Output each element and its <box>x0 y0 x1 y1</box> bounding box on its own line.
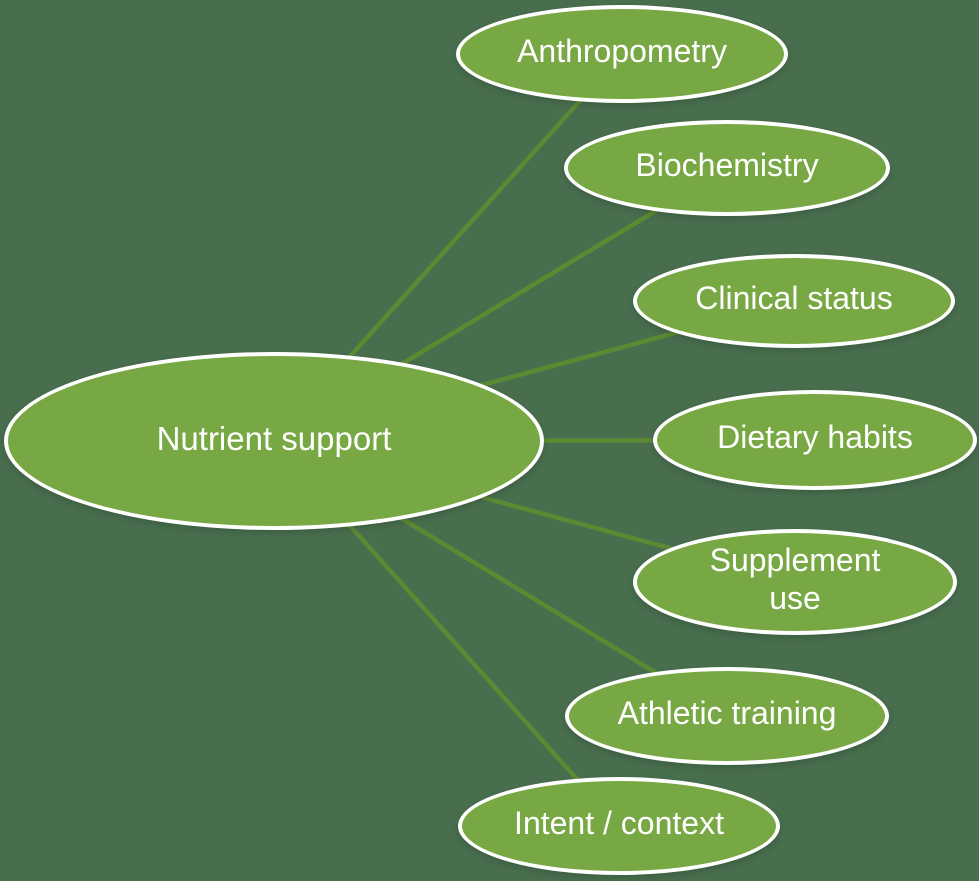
node-label-athletic-training: Athletic training <box>617 695 837 732</box>
node-label-dietary-habits: Dietary habits <box>717 419 913 456</box>
node-label-intent-context: Intent / context <box>514 805 724 842</box>
node-label-nutrient-support: Nutrient support <box>156 419 392 457</box>
node-label-clinical-status: Clinical status <box>695 280 893 317</box>
node-biochemistry: Biochemistry <box>564 120 890 216</box>
node-intent-context: Intent / context <box>458 777 780 875</box>
node-anthropometry: Anthropometry <box>456 5 788 103</box>
node-athletic-training: Athletic training <box>565 667 889 765</box>
node-nutrient-support: Nutrient support <box>4 352 544 530</box>
node-clinical-status: Clinical status <box>633 254 955 348</box>
node-label-biochemistry: Biochemistry <box>635 147 819 184</box>
node-supplement-use: Supplement use <box>633 529 957 635</box>
node-dietary-habits: Dietary habits <box>653 390 977 490</box>
node-label-supplement-use: Supplement use <box>709 542 881 616</box>
node-label-anthropometry: Anthropometry <box>517 33 727 70</box>
